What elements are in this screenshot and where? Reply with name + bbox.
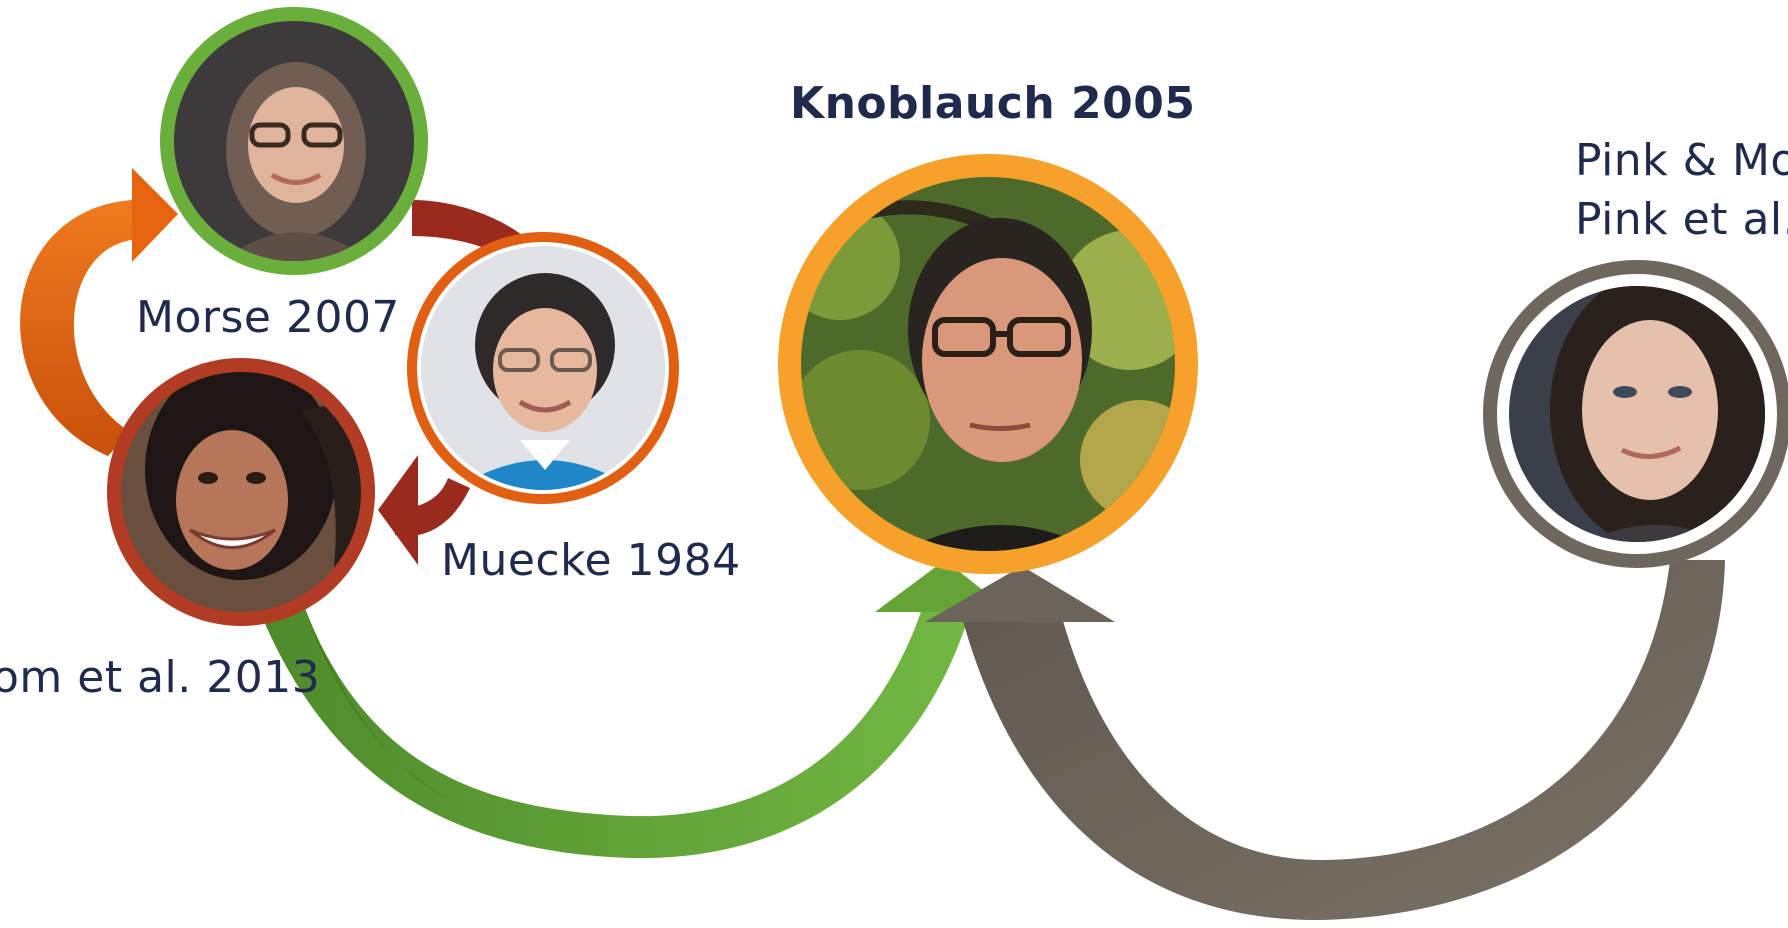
node-muecke (407, 232, 679, 504)
label-muecke: Muecke 1984 (441, 535, 741, 586)
label-om: om et al. 2013 (0, 652, 320, 703)
label-knoblauch: Knoblauch 2005 (790, 78, 1195, 129)
arrow-om-to-morse (20, 168, 178, 456)
portrait-muecke (421, 246, 665, 490)
node-om (107, 358, 375, 626)
portrait-om (121, 372, 361, 612)
label-pink-line1: Pink & Mo (1575, 135, 1788, 186)
node-pink (1483, 260, 1788, 568)
arrow-pink-to-knoblauch (925, 560, 1725, 921)
label-pink-line2: Pink et al. (1575, 194, 1788, 245)
node-knoblauch (778, 154, 1198, 574)
arrow-om-to-knoblauch (260, 560, 1010, 859)
portrait-pink (1509, 286, 1765, 542)
arrow-muecke-to-om (378, 455, 470, 565)
node-morse (160, 7, 428, 275)
portrait-morse (174, 21, 414, 261)
label-morse: Morse 2007 (136, 292, 400, 343)
